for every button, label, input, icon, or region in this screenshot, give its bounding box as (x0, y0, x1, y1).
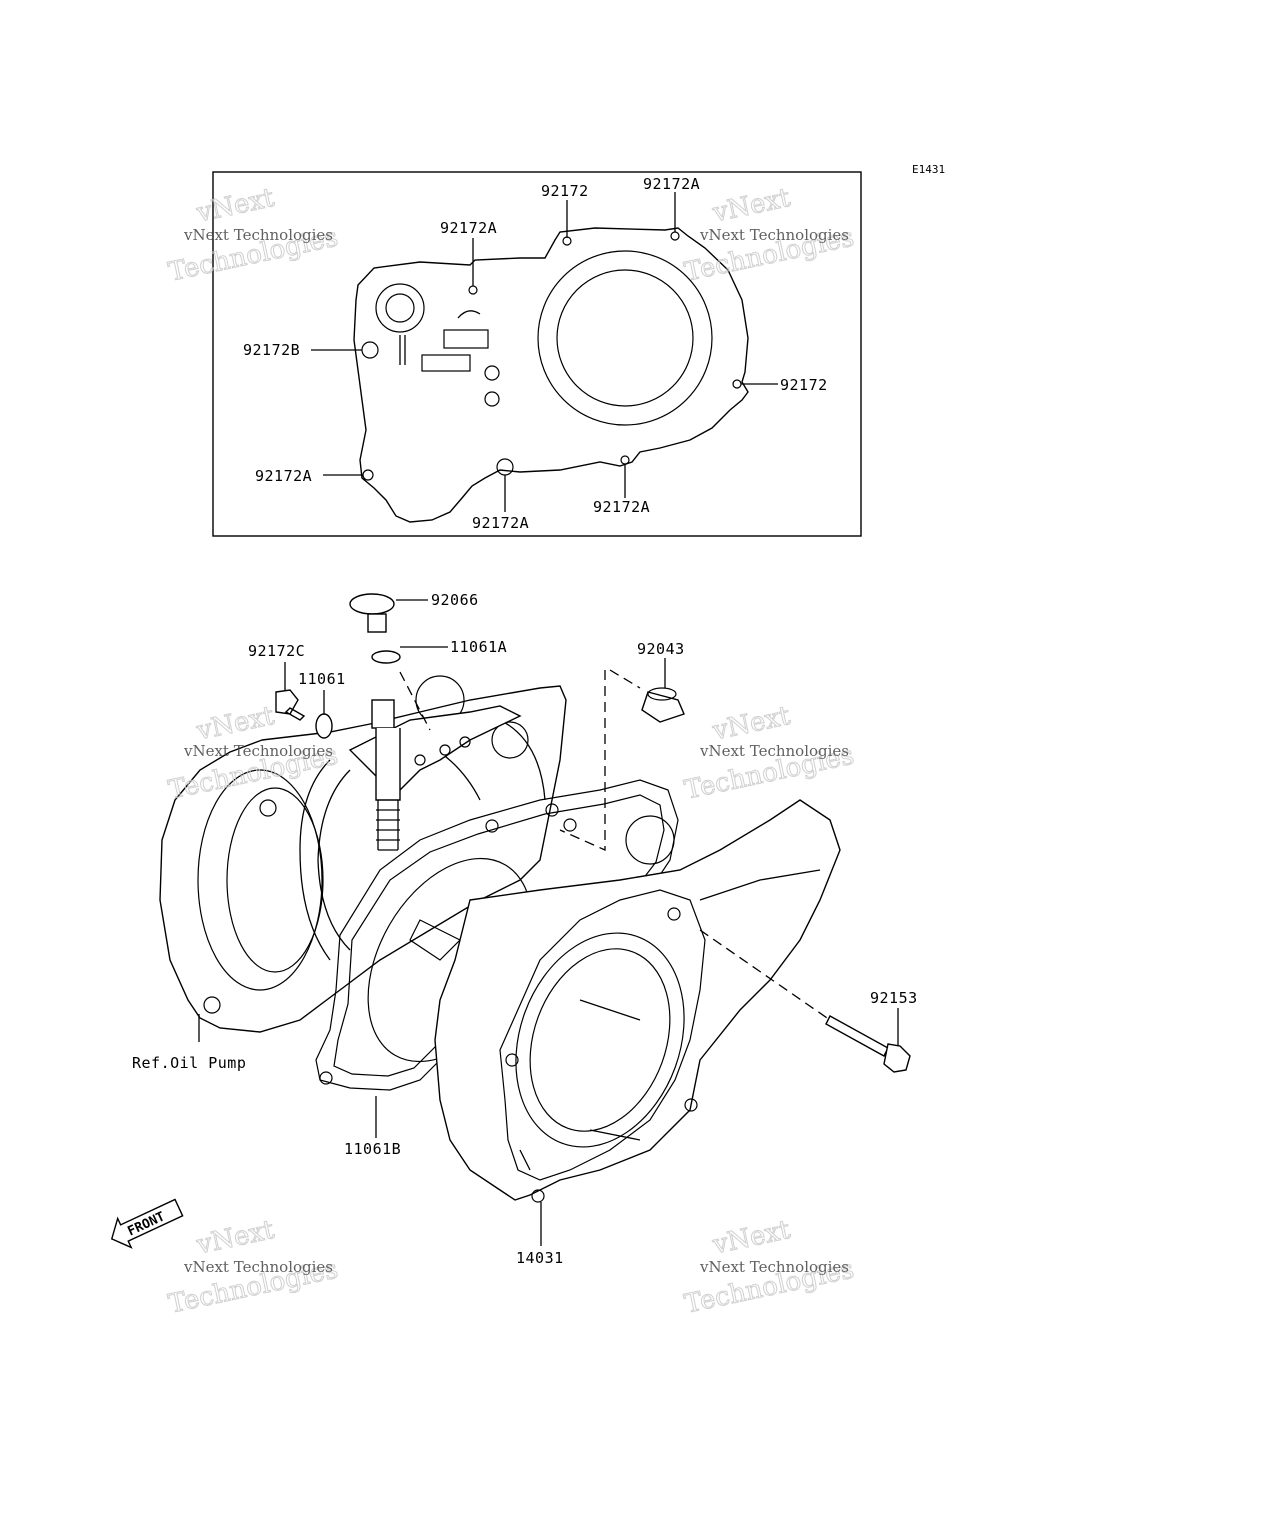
pump-fitting (371, 699, 395, 729)
main-leaders (198, 599, 899, 1246)
cover-hole-b (684, 1098, 698, 1112)
watermark-text: vNext Technologies (183, 742, 333, 760)
inset-hole-b (484, 391, 500, 407)
watermark-text: vNext Technologies (699, 226, 849, 244)
pump-spline (376, 800, 400, 851)
callout-92172A-top: 92172A (440, 219, 497, 237)
part-washer-11061 (315, 713, 333, 739)
part-bolt-92153 (825, 1015, 889, 1057)
cover-hole-a (667, 907, 681, 921)
inset-boss-inner (385, 293, 415, 323)
callout-11061A: 11061A (450, 638, 507, 656)
callout-92172-right: 92172 (780, 376, 828, 394)
left-cover-hole-2 (259, 799, 277, 817)
inset-boss-outer (375, 283, 425, 333)
inset-plate-1 (443, 329, 489, 349)
pump-hole-a (414, 754, 426, 766)
callout-92172C: 92172C (248, 642, 305, 660)
gasket-clip (409, 919, 462, 961)
watermark-text: vNext Technologies (183, 226, 333, 244)
pump-hole-b (439, 744, 451, 756)
inset-frame (212, 171, 862, 537)
left-cover-rib (299, 719, 546, 961)
pump-hole-c (459, 736, 471, 748)
callout-92153: 92153 (870, 989, 918, 1007)
dowel-92043-top (647, 687, 677, 701)
cover-14031-ribs (519, 869, 821, 1171)
left-cover-bore-outer (197, 769, 323, 991)
callout-92066: 92066 (431, 591, 479, 609)
left-cover-boss-2 (491, 721, 529, 759)
part-plug-92066 (349, 593, 395, 615)
cover-14031-bore-inner (529, 948, 671, 1132)
part-bolt-92172C (275, 689, 306, 721)
callout-92172-top: 92172 (541, 182, 589, 200)
cover-hole-c (505, 1053, 519, 1067)
gasket-hole-b (545, 803, 559, 817)
gasket-bore (625, 815, 675, 865)
callout-11061B: 11061B (344, 1140, 401, 1158)
inset-bore-inner (556, 269, 694, 407)
inset-bore-outer (537, 250, 713, 426)
bolt-92153-head (883, 1043, 911, 1073)
gasket-hole-d (319, 1071, 333, 1085)
alignment-lines (399, 669, 831, 1021)
gasket-hole-a (485, 819, 499, 833)
cover-14031-flange (499, 889, 706, 1181)
part-left-cover (159, 685, 567, 1033)
callout-11061: 11061 (298, 670, 346, 688)
inset-detail: 92172 92172A 92172A 92172B 92172 92172A … (212, 171, 862, 537)
inset-slot (457, 310, 481, 319)
callout-92043: 92043 (637, 640, 685, 658)
inset-rib (399, 335, 406, 365)
cover-hole-d (531, 1189, 545, 1203)
callout-92172A-bottom-right: 92172A (593, 498, 650, 516)
part-cover-14031 (434, 799, 841, 1201)
callout-14031: 14031 (516, 1249, 564, 1267)
left-cover-bore-inner (226, 787, 324, 973)
gasket-hole-c (563, 818, 577, 832)
diagram-code: E1431 (912, 163, 945, 176)
callout-ref-oil-pump: Ref.Oil Pump (132, 1054, 246, 1072)
watermark-brand: vNext (709, 1215, 793, 1261)
callout-92172B: 92172B (243, 341, 300, 359)
inset-leaders (311, 192, 778, 512)
callout-92172A-left: 92172A (255, 467, 312, 485)
left-cover-hole (203, 996, 221, 1014)
part-washer-11061A (371, 650, 401, 664)
part-dowel-92043 (641, 691, 685, 723)
watermark-text: vNext Technologies (699, 742, 849, 760)
watermark-text: vNext Technologies (183, 1258, 333, 1276)
inset-cover-outline (353, 227, 749, 523)
pump-shaft (375, 728, 401, 801)
inset-hole-a (484, 365, 500, 381)
front-direction-marker: FRONT (110, 1198, 184, 1249)
front-arrow-icon (110, 1198, 184, 1249)
plug-92066-thread (367, 613, 387, 633)
watermark-brand: vNext (709, 183, 793, 229)
watermark-brand: vNext (193, 1215, 277, 1261)
exploded-view: 92066 11061A 92172C 11061 92043 92153 Re… (132, 591, 918, 1267)
watermark-brand: vNext (709, 701, 793, 747)
callout-92172A-bottom: 92172A (472, 514, 529, 532)
watermark-text: vNext Technologies (699, 1258, 849, 1276)
inset-plate-2 (421, 354, 471, 372)
cover-14031-bore-outer (515, 932, 685, 1148)
callout-92172A-top-right: 92172A (643, 175, 700, 193)
watermark-brand: vNext (193, 183, 277, 229)
